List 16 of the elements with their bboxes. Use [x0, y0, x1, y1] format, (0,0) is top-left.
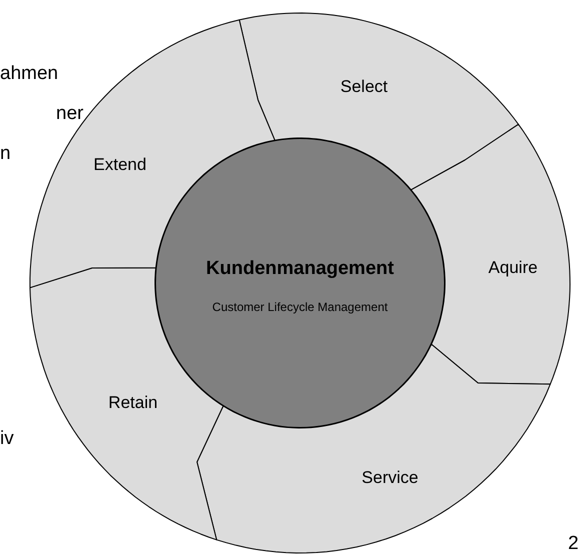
cut-off-text: n	[0, 143, 11, 165]
center-subtitle: Customer Lifecycle Management	[212, 300, 388, 314]
cut-off-text: ner	[56, 103, 84, 125]
center-title: Kundenmanagement	[206, 258, 394, 280]
segment-label: Aquire	[488, 258, 538, 278]
segment-label: Service	[362, 468, 418, 488]
cut-off-text: ahmen	[0, 63, 58, 85]
ring-segment	[197, 344, 551, 553]
segment-label: Extend	[94, 155, 146, 175]
page-number: 2	[568, 533, 579, 555]
segment-label: Retain	[108, 393, 158, 413]
cut-off-text: iv	[0, 428, 14, 450]
ring-segment	[239, 13, 519, 190]
center-circle	[155, 138, 445, 428]
segment-label: Select	[340, 77, 388, 97]
ring-segment	[411, 124, 570, 385]
